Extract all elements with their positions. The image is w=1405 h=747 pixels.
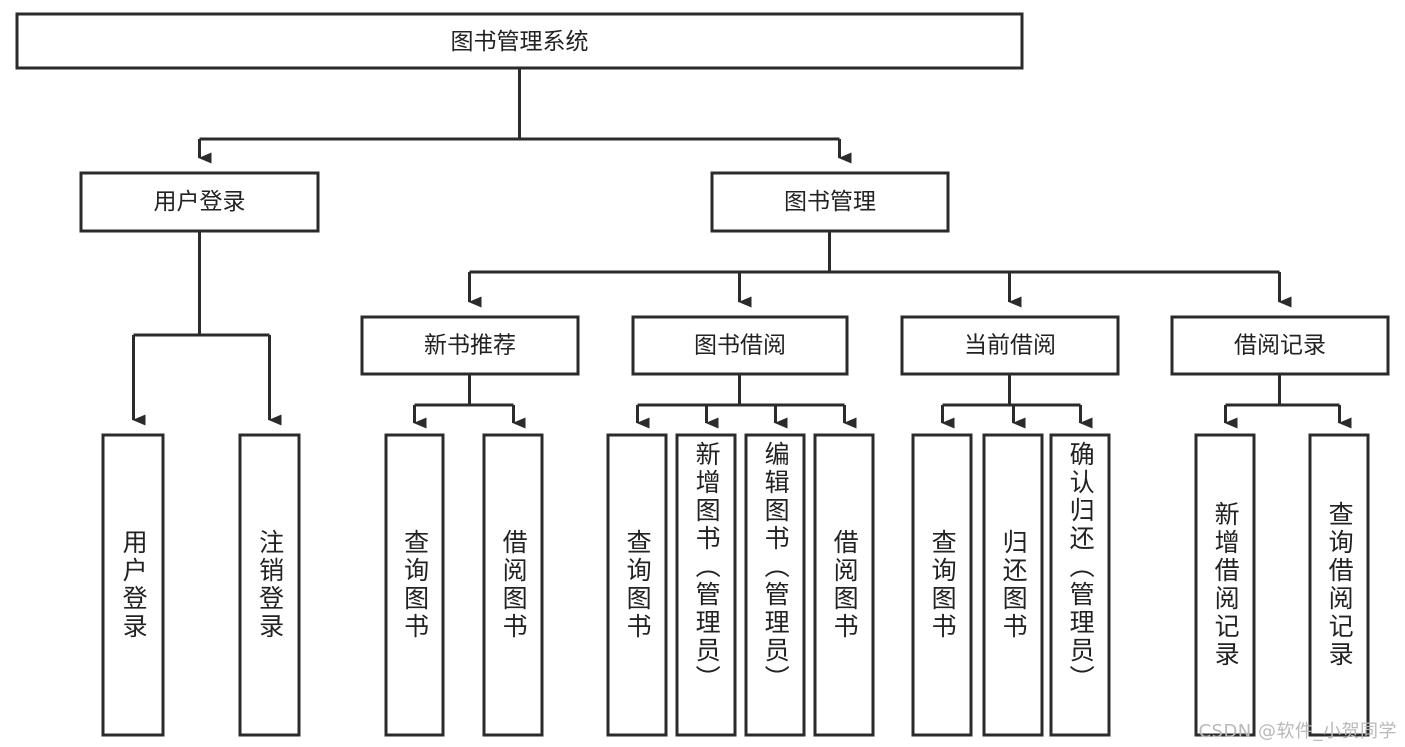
node-borrow-record[interactable]: 借阅记录 [1170, 315, 1390, 376]
leaf-box-query-borrow-record[interactable] [1308, 433, 1370, 737]
node-user-login-label: 用户登录 [154, 189, 246, 215]
leaf-box-query-book-3[interactable] [911, 433, 973, 737]
leaf-box-confirm-return[interactable] [1049, 433, 1111, 737]
node-current-borrow-label: 当前借阅 [964, 333, 1056, 359]
connector-group-borrow-record [1224, 374, 1352, 429]
connector-group-current-borrow [941, 374, 1093, 429]
node-current-borrow[interactable]: 当前借阅 [900, 315, 1120, 376]
connector-group-new-book-recommend [413, 374, 526, 429]
node-root-box[interactable] [15, 12, 1024, 70]
leaf-box-return-book[interactable] [982, 433, 1044, 737]
leaf-box-borrow-book-2[interactable] [813, 433, 875, 737]
connector-group-book-management [468, 231, 1292, 308]
node-book-management-box[interactable] [710, 171, 950, 233]
node-book-borrow[interactable]: 图书借阅 [631, 315, 849, 376]
node-new-book-recommend-label: 新书推荐 [424, 333, 516, 359]
leaf-box-edit-book[interactable] [744, 433, 806, 737]
leaf-box-add-borrow-record[interactable] [1194, 433, 1256, 737]
leaf-box-add-book[interactable] [675, 433, 737, 737]
node-user-login-box[interactable] [79, 171, 320, 233]
node-book-management-label: 图书管理 [784, 189, 876, 215]
node-book-borrow-label: 图书借阅 [694, 333, 786, 359]
node-user-login[interactable]: 用户登录 [79, 171, 320, 233]
connector-group-root [198, 68, 852, 164]
leaf-box-query-book-1[interactable] [384, 433, 445, 737]
node-new-book-recommend-box[interactable] [360, 315, 580, 376]
node-new-book-recommend[interactable]: 新书推荐 [360, 315, 580, 376]
node-borrow-record-label: 借阅记录 [1234, 333, 1326, 359]
connector-group-book-borrow [636, 374, 857, 429]
node-root[interactable]: 图书管理系统 [15, 12, 1024, 70]
node-borrow-record-box[interactable] [1170, 315, 1390, 376]
leaf-box-group [101, 433, 1370, 737]
node-book-management[interactable]: 图书管理 [710, 171, 950, 233]
node-book-borrow-box[interactable] [631, 315, 849, 376]
leaf-box-logout[interactable] [238, 433, 301, 737]
node-root-label: 图书管理系统 [451, 29, 589, 55]
leaf-box-query-book-2[interactable] [606, 433, 668, 737]
connector-group-user-login [132, 231, 282, 426]
node-current-borrow-box[interactable] [900, 315, 1120, 376]
leaf-box-borrow-book-1[interactable] [482, 433, 544, 737]
leaf-box-user-login[interactable] [101, 433, 165, 737]
